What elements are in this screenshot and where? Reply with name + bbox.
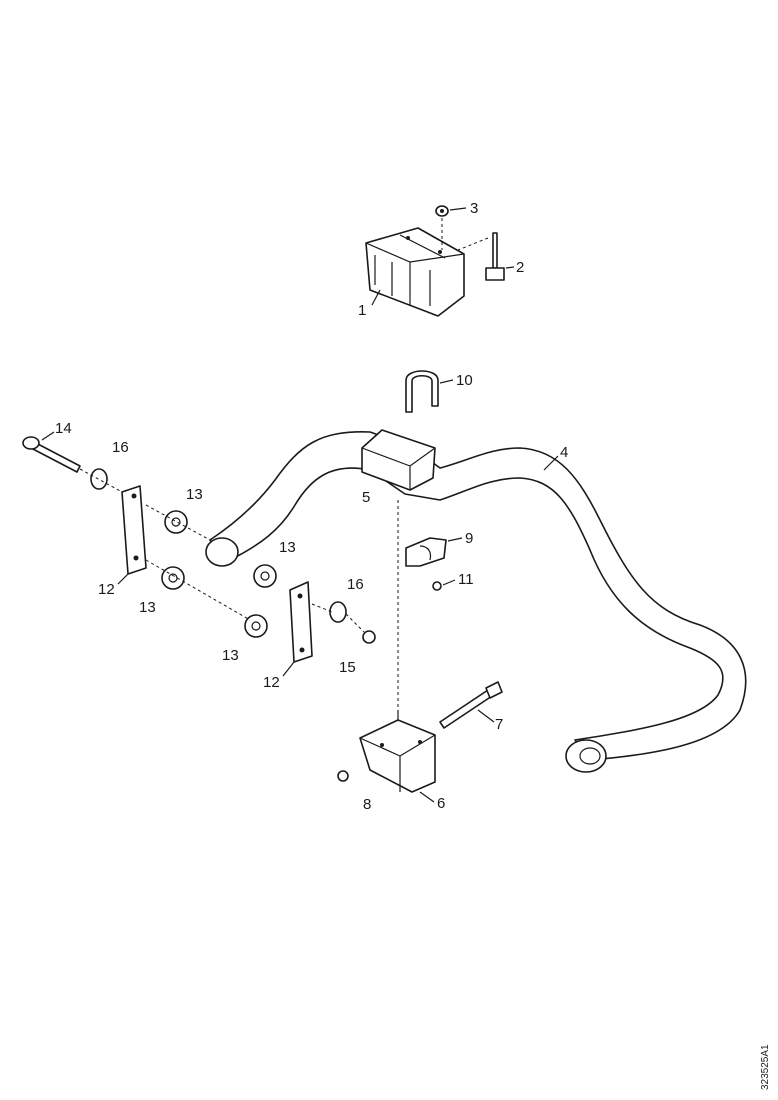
- callout-14: 14: [55, 420, 72, 437]
- part-13-bushings: [161, 510, 277, 638]
- part-6-lower-bracket: [359, 710, 436, 793]
- callout-6: 6: [437, 795, 445, 812]
- callout-7: 7: [495, 716, 503, 733]
- callout-3: 3: [470, 200, 478, 217]
- part-1-mounting-bracket: [365, 227, 465, 317]
- part-2-bolt: [485, 232, 505, 281]
- callout-5: 5: [362, 489, 370, 506]
- part-14-bolt: [22, 436, 81, 473]
- callout-15: 15: [339, 659, 356, 676]
- callout-10: 10: [456, 372, 473, 389]
- part-12-link-left: [121, 485, 147, 575]
- part-8-nut: [337, 770, 349, 782]
- document-code: 323525A1: [760, 1044, 771, 1090]
- callout-1: 1: [358, 302, 366, 319]
- part-7-bolt: [439, 681, 503, 729]
- part-9-clamp: [405, 537, 447, 567]
- callout-8: 8: [363, 796, 371, 813]
- callout-labels: 1 2 3 4 5 6 7 8 9 10 11 12 12 13 13 13 1…: [41, 200, 568, 813]
- part-5-bushing: [361, 429, 436, 491]
- callout-2: 2: [516, 259, 524, 276]
- callout-13-d: 13: [222, 647, 239, 664]
- callout-4: 4: [560, 444, 568, 461]
- callout-13-a: 13: [186, 486, 203, 503]
- callout-16-b: 16: [347, 576, 364, 593]
- part-16-washers: [90, 468, 347, 623]
- callout-9: 9: [465, 530, 473, 547]
- part-10-u-bolt: [405, 370, 439, 413]
- part-11-nut: [432, 581, 442, 591]
- part-4-stabilizer-bar: [205, 431, 747, 773]
- callout-13-b: 13: [279, 539, 296, 556]
- part-15-nut: [362, 630, 376, 644]
- callout-12-left: 12: [98, 581, 115, 598]
- part-3-nut: [435, 205, 449, 217]
- callout-13-c: 13: [139, 599, 156, 616]
- part-12-link-right: [289, 581, 313, 663]
- callout-11: 11: [458, 571, 474, 588]
- assembly-leader-lines: [79, 218, 489, 710]
- callout-16-a: 16: [112, 439, 129, 456]
- callout-12-right: 12: [263, 674, 280, 691]
